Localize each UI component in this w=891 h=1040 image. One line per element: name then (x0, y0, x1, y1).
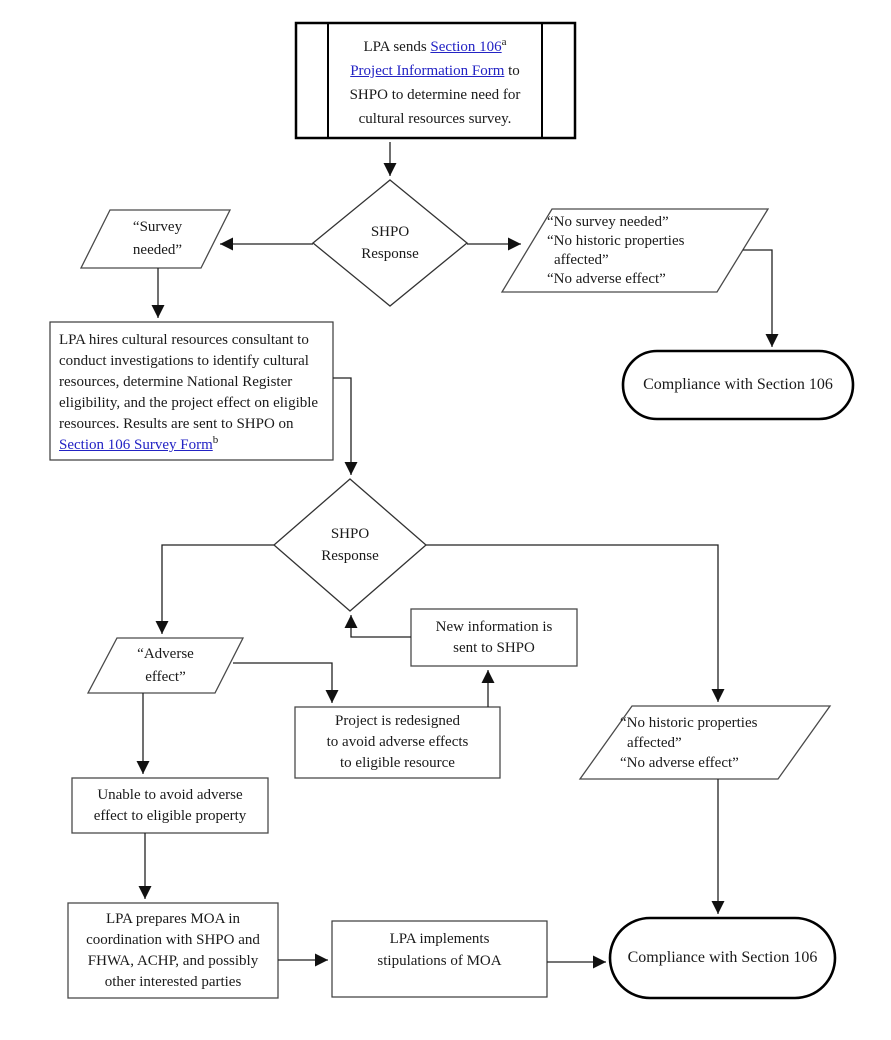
decision2-line-2: Response (321, 548, 379, 564)
moa-label: LPA prepares MOA in coordination with SH… (68, 903, 278, 998)
moa-shape (67, 902, 279, 999)
redesign-line-2: to avoid adverse effects (326, 734, 469, 750)
hires-label: LPA hires cultural resources consultant … (59, 330, 326, 456)
no-survey-line-1: “No survey needed” (547, 214, 669, 230)
implements-line-2: stipulations of MOA (377, 953, 502, 969)
adverse-effect-label: “Adverse effect” (103, 643, 228, 689)
no-historic-line-1: “No historic properties (620, 715, 758, 731)
redesign-line-1: Project is redesigned (335, 713, 460, 729)
survey-needed-line-2: needed” (132, 242, 183, 258)
decision1-line-1: SHPO (370, 224, 410, 240)
survey-needed-shape (79, 209, 232, 269)
redesign-shape (294, 706, 501, 779)
no-historic-shape (578, 705, 832, 780)
no-survey-shape (500, 208, 770, 293)
moa-line-2: coordination with SHPO and (86, 931, 260, 948)
moa-line-3: FHWA, ACHP, and possibly (87, 952, 259, 969)
new-info-line-2: sent to SHPO (453, 639, 535, 656)
no-survey-line-2: “No historic properties (547, 233, 685, 249)
start-line-3: SHPO to determine need for (349, 87, 521, 103)
new-info-shape (410, 608, 578, 667)
implements-line-1: LPA implements (389, 931, 490, 947)
start-line-2: Project Information Form to (330, 59, 540, 83)
unable-line-1: Unable to avoid adverse (97, 786, 243, 803)
start-line-4: cultural resources survey. (358, 111, 512, 127)
unable-shape (71, 777, 269, 834)
section-106-link[interactable]: Section 106 (430, 39, 502, 55)
new-info-label: New information is sent to SHPO (411, 609, 577, 666)
adverse-effect-shape (86, 637, 245, 694)
decision1-label: SHPO Response (330, 221, 450, 265)
compliance-top-label: Compliance with Section 106 (623, 351, 853, 419)
hires-shape (49, 321, 334, 461)
no-historic-line-3: “No adverse effect” (620, 755, 739, 771)
redesign-line-3: to eligible resource (340, 755, 455, 771)
decision1-shape (311, 179, 469, 307)
arrow-hires-to-decision2 (333, 377, 358, 475)
no-survey-line-3: affected” (554, 252, 609, 268)
project-information-form-link[interactable]: Project Information Form (350, 63, 505, 79)
compliance-top-shape (621, 349, 855, 421)
footnote-b: b (212, 434, 219, 446)
no-survey-label: “No survey needed” “No historic properti… (547, 213, 762, 289)
compliance-bottom-shape (608, 916, 837, 1000)
start-text-1: LPA sends (363, 39, 431, 55)
no-historic-line-2: affected” (627, 735, 682, 751)
adverse-line-1: “Adverse (137, 646, 194, 662)
new-info-line-1: New information is (435, 618, 553, 635)
implements-shape (331, 920, 548, 998)
redesign-label: Project is redesigned to avoid adverse e… (295, 707, 500, 778)
unable-line-2: effect to eligible property (93, 807, 247, 824)
adverse-line-2: effect” (145, 669, 186, 685)
moa-line-4: other interested parties (104, 973, 242, 990)
connectors (136, 142, 779, 969)
implements-label: LPA implements stipulations of MOA (332, 921, 547, 997)
start-node-shape (294, 21, 577, 140)
decision1-line-2: Response (361, 246, 419, 262)
start-line-1: LPA sends Section 106a (330, 35, 540, 59)
arrow-new-info-to-decision2 (344, 615, 411, 638)
compliance-top-text: Compliance with Section 106 (643, 376, 833, 393)
decision2-line-1: SHPO (330, 526, 370, 542)
no-historic-label: “No historic properties affected” “No ad… (620, 713, 820, 773)
footnote-a: a (501, 36, 507, 48)
decision2-label: SHPO Response (290, 523, 410, 567)
no-survey-line-4: “No adverse effect” (547, 271, 666, 287)
section-106-survey-form-link[interactable]: Section 106 Survey Form (59, 437, 213, 453)
arrow-decision2-to-no-historic (426, 544, 725, 702)
arrow-decision2-to-adverse (155, 544, 274, 634)
arrow-no-survey-to-compliance-top (743, 249, 779, 347)
hires-text: LPA hires cultural resources consultant … (59, 332, 319, 432)
decision2-shape (273, 478, 427, 612)
moa-line-1: LPA prepares MOA in (105, 910, 241, 927)
compliance-bottom-text: Compliance with Section 106 (627, 949, 818, 966)
survey-needed-label: “Survey needed” (95, 216, 220, 262)
start-text-2: to (504, 63, 520, 79)
unable-label: Unable to avoid adverse effect to eligib… (72, 778, 268, 833)
compliance-bottom-label: Compliance with Section 106 (610, 918, 835, 998)
arrow-adverse-to-redesign (233, 662, 339, 703)
start-node-text: LPA sends Section 106a Project Informati… (330, 35, 540, 131)
survey-needed-line-1: “Survey (132, 219, 183, 235)
